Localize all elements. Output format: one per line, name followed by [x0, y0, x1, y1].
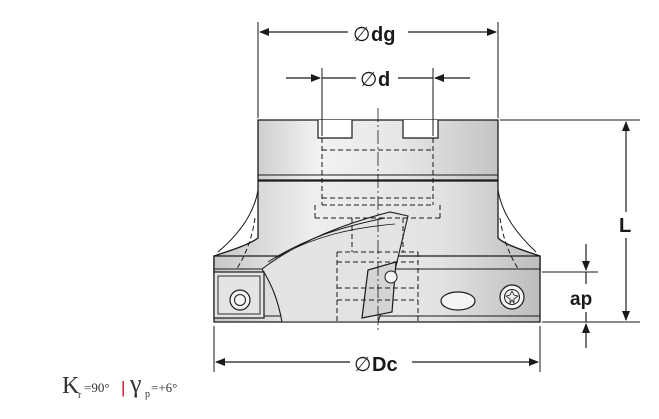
angle-caption: K r =90° | γ p =+6°	[62, 369, 177, 401]
d-label: d	[378, 69, 390, 91]
extension-lines	[213, 22, 640, 372]
kappa-subscript: r	[78, 390, 82, 401]
ap-label: ap	[570, 289, 592, 310]
l-label: L	[619, 215, 631, 237]
gamma-value: =+6°	[151, 380, 177, 395]
d-diameter-symbol: ∅	[360, 67, 377, 91]
dimension-dc: ∅ Dc	[215, 352, 539, 376]
dimension-d: ∅ d	[286, 67, 470, 91]
dc-diameter-symbol: ∅	[354, 352, 371, 376]
right-screw	[499, 284, 525, 310]
dg-label: dg	[371, 24, 395, 46]
kappa-value: =90°	[84, 380, 110, 395]
gamma-symbol: γ	[129, 369, 142, 398]
hidden-lines	[235, 138, 520, 322]
dimension-dg: ∅ dg	[259, 22, 497, 46]
left-screw-icon	[229, 289, 251, 311]
dimension-ap: ap	[570, 244, 592, 348]
coolant-hole-icon	[440, 291, 476, 311]
torx-screw-icon	[499, 284, 525, 310]
gamma-subscript: p	[145, 389, 150, 400]
kappa-symbol: K	[62, 373, 80, 399]
dc-label: Dc	[372, 354, 398, 376]
center-insert	[361, 261, 398, 319]
angle-separator: |	[121, 378, 125, 397]
dg-diameter-symbol: ∅	[353, 22, 370, 46]
dimension-l: L	[619, 121, 631, 321]
left-insert	[213, 271, 265, 319]
